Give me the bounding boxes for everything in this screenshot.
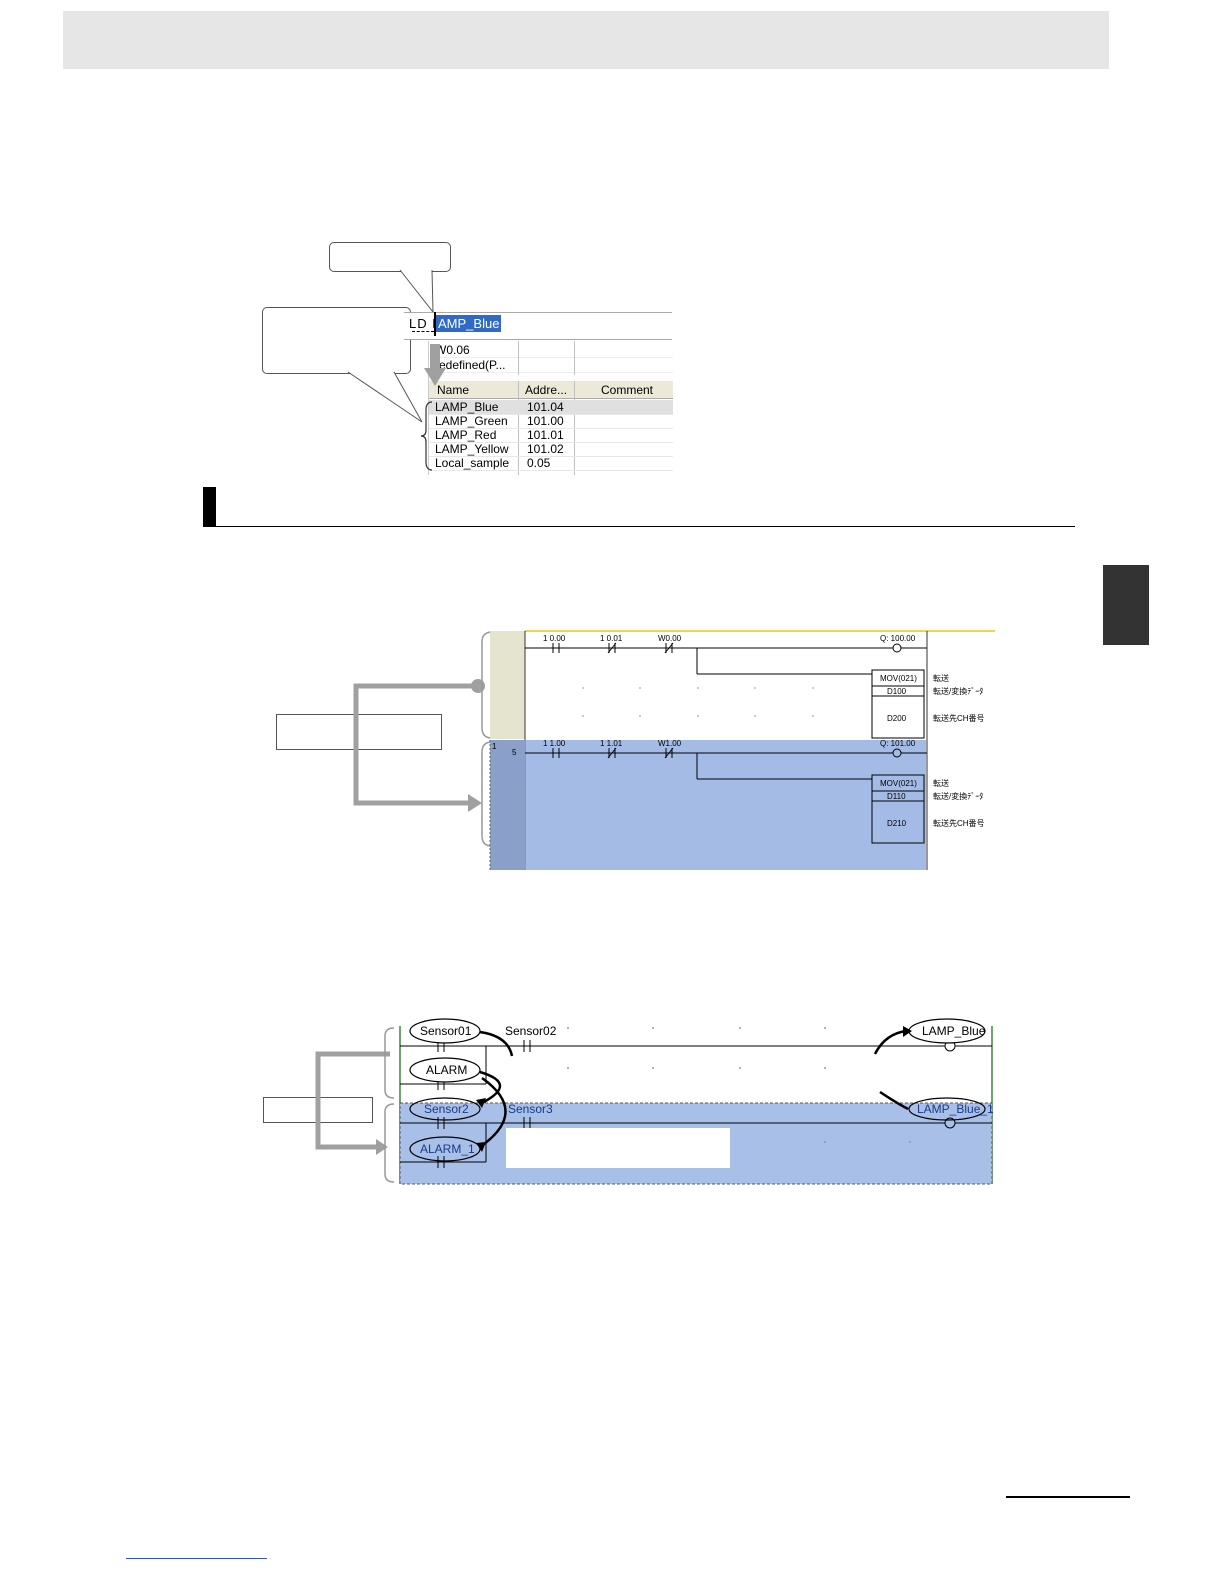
svg-text:ALARM_1: ALARM_1 xyxy=(420,1142,475,1156)
table-row[interactable]: LAMP_Green 101.00 xyxy=(429,414,673,429)
selected-text[interactable]: AMP_Blue xyxy=(436,315,502,332)
ladder-diagram-symbols[interactable]: Sensor01 Sensor02 ALARM LAMP_Blue Sensor… xyxy=(310,1012,1000,1188)
svg-text:LAMP_Blue_1: LAMP_Blue_1 xyxy=(917,1102,994,1116)
dashed-underline xyxy=(412,331,434,332)
section-heading-rule xyxy=(203,526,1075,527)
svg-text:Sensor02: Sensor02 xyxy=(505,1024,557,1038)
svg-text:5: 5 xyxy=(512,748,517,757)
footer-rule xyxy=(1006,1496,1130,1498)
table-row[interactable]: Local_sample 0.05 xyxy=(429,456,673,471)
table-row[interactable]: LAMP_Yellow 101.02 xyxy=(429,442,673,457)
svg-text:1 0.01: 1 0.01 xyxy=(600,634,623,643)
svg-text:Q: 101.00: Q: 101.00 xyxy=(880,739,916,748)
svg-text:MOV(021): MOV(021) xyxy=(880,674,917,683)
svg-text:D200: D200 xyxy=(887,714,907,723)
svg-text:転送先CH番号: 転送先CH番号 xyxy=(933,713,985,723)
footer-link-underline[interactable] xyxy=(126,1558,267,1559)
symbol-list-popup[interactable]: W0.06 redefined(P... Name Addre... Comme… xyxy=(428,341,673,475)
svg-text:Q: 100.00: Q: 100.00 xyxy=(880,634,916,643)
svg-text:転送/変換ﾃﾞｰﾀ: 転送/変換ﾃﾞｰﾀ xyxy=(933,686,983,696)
table-row[interactable]: LAMP_Blue 101.04 xyxy=(429,400,673,415)
svg-text:転送/変換ﾃﾞｰﾀ: 転送/変換ﾃﾞｰﾀ xyxy=(933,791,983,801)
callout-box-top xyxy=(329,242,451,272)
svg-text:転送先CH番号: 転送先CH番号 xyxy=(933,818,985,828)
list-item[interactable]: W0.06 xyxy=(429,343,673,358)
down-arrow-icon xyxy=(424,344,446,386)
section-heading-marker xyxy=(203,487,216,527)
svg-text:LAMP_Blue: LAMP_Blue xyxy=(922,1024,986,1038)
callout-box-left xyxy=(262,307,411,374)
column-address[interactable]: Addre... xyxy=(525,383,568,397)
svg-text:転送: 転送 xyxy=(933,673,949,683)
section-tab xyxy=(1103,565,1149,645)
svg-text:1 0.00: 1 0.00 xyxy=(543,634,566,643)
svg-text:Sensor3: Sensor3 xyxy=(508,1102,553,1116)
text-cursor xyxy=(434,312,436,336)
callout-pointer-left xyxy=(347,371,423,423)
svg-text:W1.00: W1.00 xyxy=(658,739,682,748)
svg-text:1 1.01: 1 1.01 xyxy=(600,739,623,748)
instruction-text: LD L xyxy=(409,316,441,331)
svg-text:D210: D210 xyxy=(887,819,907,828)
list-item[interactable]: redefined(P... xyxy=(429,358,673,373)
bracket-brace xyxy=(420,401,433,471)
svg-text:MOV(021): MOV(021) xyxy=(880,779,917,788)
svg-text:ALARM: ALARM xyxy=(426,1063,467,1077)
svg-text:1 1.00: 1 1.00 xyxy=(543,739,566,748)
ladder-diagram-addresses[interactable]: 1 0.00 1 0.01 W0.00 Q: 100.00 MOV(021) D… xyxy=(350,628,1000,874)
table-row[interactable]: LAMP_Red 101.01 xyxy=(429,428,673,443)
svg-text:転送: 転送 xyxy=(933,778,949,788)
table-header: Name Addre... Comment xyxy=(429,381,673,399)
svg-text:W0.00: W0.00 xyxy=(658,634,682,643)
column-comment[interactable]: Comment xyxy=(601,383,654,397)
label-box-middle xyxy=(276,714,442,750)
svg-text:D110: D110 xyxy=(887,792,906,801)
svg-text:1: 1 xyxy=(492,742,497,751)
column-name[interactable]: Name xyxy=(437,383,470,397)
page-header-bar xyxy=(63,11,1109,69)
svg-text:D100: D100 xyxy=(887,687,907,696)
svg-text:Sensor01: Sensor01 xyxy=(420,1024,472,1038)
svg-text:Sensor2: Sensor2 xyxy=(424,1102,469,1116)
